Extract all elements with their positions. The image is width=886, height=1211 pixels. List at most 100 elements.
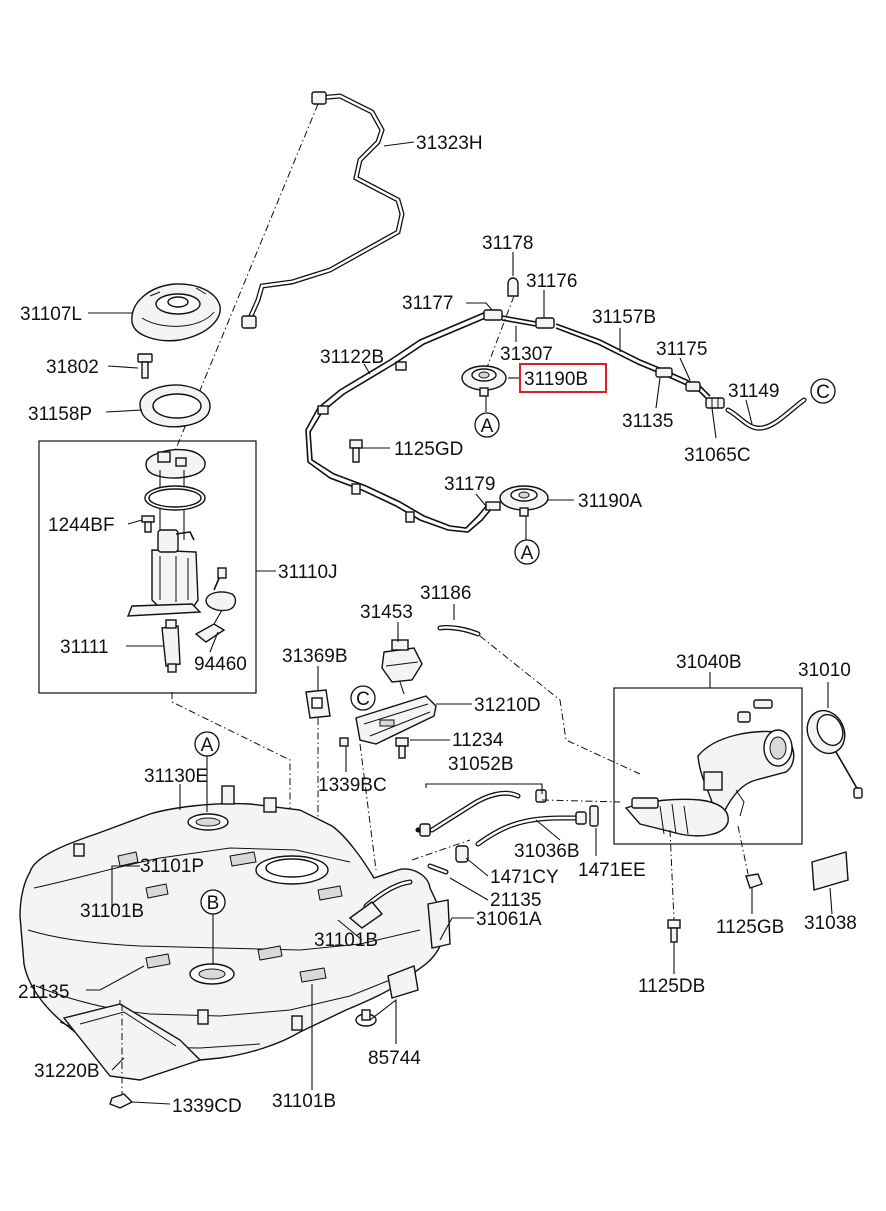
leader-lines (86, 141, 833, 1105)
hose-21135-upper (427, 863, 449, 875)
hose-31052b (415, 790, 521, 833)
label-31111[interactable]: 31111 (60, 637, 109, 658)
label-85744[interactable]: 85744 (368, 1048, 421, 1069)
hose-31186 (437, 625, 481, 637)
label-31052b[interactable]: 31052B (448, 754, 514, 775)
label-31307[interactable]: 31307 (500, 344, 553, 365)
dashed-guide-1125db (669, 829, 675, 921)
label-31176[interactable]: 31176 (526, 271, 577, 292)
label-1125db[interactable]: 1125DB (638, 976, 705, 997)
callout-a-valve-a: A (514, 539, 540, 565)
label-31802[interactable]: 31802 (46, 357, 99, 378)
callout-b-tank: B (200, 889, 226, 915)
label-31369b[interactable]: 31369B (282, 646, 348, 667)
label-31323h[interactable]: 31323H (416, 133, 483, 154)
label-1339bc[interactable]: 1339BC (318, 775, 387, 796)
label-31158p[interactable]: 31158P (28, 404, 92, 425)
dashed-guide-hoses (411, 839, 471, 861)
dashed-guide-31186 (479, 635, 641, 775)
label-31038[interactable]: 31038 (804, 913, 857, 934)
nut-1125gb (745, 873, 763, 889)
bolt-11234 (395, 737, 409, 759)
label-21135-a[interactable]: 21135 (490, 890, 541, 911)
pump-cover-31107l (131, 283, 221, 342)
label-31178[interactable]: 31178 (482, 233, 533, 254)
label-31210d[interactable]: 31210D (474, 695, 541, 716)
callout-a-tank: A (194, 731, 220, 757)
label-1244bf[interactable]: 1244BF (48, 515, 115, 536)
nut-1339cd (109, 1093, 134, 1109)
label-31135[interactable]: 31135 (622, 411, 673, 432)
svg-text:A: A (521, 543, 534, 564)
vent-line-31157b (501, 315, 711, 397)
rollover-valve-31190b (461, 365, 507, 397)
bolt-31802 (137, 353, 153, 379)
svg-text:A: A (481, 416, 494, 437)
clamp-31052b (419, 789, 547, 837)
label-31130e[interactable]: 31130E (144, 766, 208, 787)
label-31175[interactable]: 31175 (656, 339, 707, 360)
bolt-1125db (667, 919, 681, 943)
dashed-guide-31178 (485, 295, 515, 371)
label-31149[interactable]: 31149 (728, 381, 779, 402)
label-31157b[interactable]: 31157B (592, 307, 656, 328)
rollover-valve-31190a (499, 485, 549, 517)
svg-text:A: A (201, 735, 214, 756)
label-1471ee[interactable]: 1471EE (578, 860, 646, 881)
hose-31149 (725, 397, 807, 431)
label-31101b-b[interactable]: 31101B (314, 930, 378, 951)
label-31186[interactable]: 31186 (420, 583, 471, 604)
svg-text:B: B (207, 893, 220, 914)
clip-31178 (507, 277, 519, 297)
fuel-pump-module-box (38, 440, 257, 694)
callout-a-valve-b: A (474, 412, 500, 438)
label-31110j[interactable]: 31110J (278, 562, 338, 583)
label-1125gd[interactable]: 1125GD (394, 439, 463, 460)
clip-1471ee (589, 805, 599, 827)
vapor-line-31323h (241, 91, 405, 329)
label-31065c[interactable]: 31065C (684, 445, 751, 466)
label-31179[interactable]: 31179 (444, 474, 495, 495)
label-31101b-a[interactable]: 31101B (80, 901, 144, 922)
label-31101p[interactable]: 31101P (140, 856, 204, 877)
connector-31176 (535, 317, 555, 329)
fuel-pump-module-31110j (126, 448, 237, 673)
clip-1125gd (349, 439, 363, 463)
label-94460[interactable]: 94460 (194, 654, 247, 675)
label-21135-b[interactable]: 21135 (18, 982, 69, 1003)
fuel-tank-31130e (19, 785, 451, 1066)
label-31122b[interactable]: 31122B (320, 347, 384, 368)
label-plate-31038 (811, 851, 849, 891)
label-31177[interactable]: 31177 (402, 293, 453, 314)
bracket-31210d (355, 695, 437, 745)
callout-c-hose: C (810, 378, 836, 404)
label-31061a[interactable]: 31061A (476, 909, 542, 930)
filler-neck-box (613, 687, 803, 845)
label-31107l[interactable]: 31107L (20, 304, 82, 325)
label-31010[interactable]: 31010 (798, 660, 851, 681)
label-1125gb[interactable]: 1125GB (716, 917, 784, 938)
connector-31065c (705, 397, 725, 409)
highlight-box-31190b (519, 363, 607, 393)
label-11234[interactable]: 11234 (452, 730, 504, 751)
dashed-guide-31052b (541, 799, 621, 803)
label-31040b[interactable]: 31040B (676, 652, 742, 673)
vent-line-31122b (305, 311, 501, 533)
label-31190b[interactable]: 31190B (524, 369, 588, 390)
connector-31177 (483, 309, 503, 321)
label-31220b[interactable]: 31220B (34, 1061, 100, 1082)
dashed-guide-pump (171, 692, 291, 850)
label-31036b[interactable]: 31036B (514, 841, 580, 862)
canister-31453 (381, 639, 423, 695)
label-31190a[interactable]: 31190A (578, 491, 642, 512)
dashed-guide-filler (737, 825, 749, 875)
filler-neck-31040b (624, 699, 795, 837)
clip-31369b (305, 689, 331, 719)
dashed-guide-bracket (359, 743, 377, 871)
clamp-1471cy (455, 845, 469, 863)
label-31101b-c[interactable]: 31101B (272, 1091, 336, 1112)
label-1471cy[interactable]: 1471CY (490, 867, 559, 888)
label-31453[interactable]: 31453 (360, 602, 413, 623)
label-1339cd[interactable]: 1339CD (172, 1096, 242, 1117)
